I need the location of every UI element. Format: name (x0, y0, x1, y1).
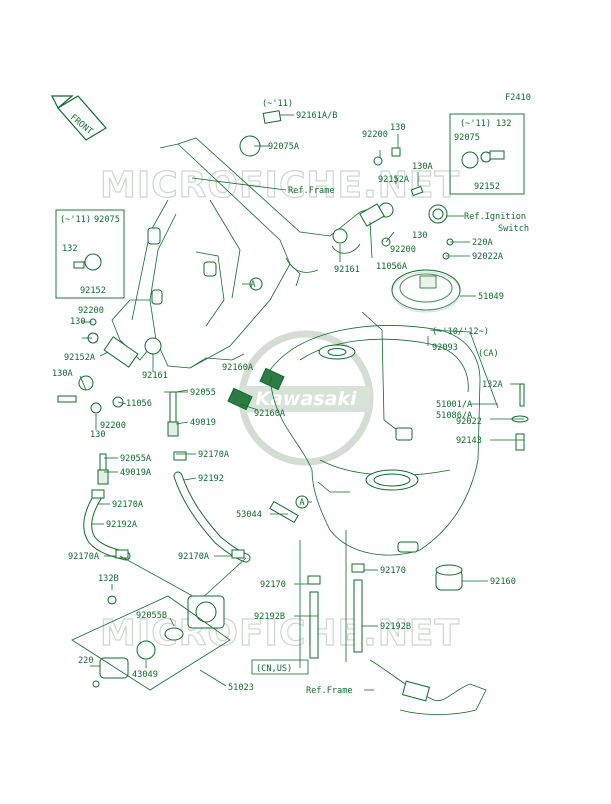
label-A-2: A (299, 498, 305, 508)
label-pre11-b: (~'11) (460, 119, 491, 129)
label-ref-frame-bottom: Ref.Frame (306, 686, 353, 696)
label-pre11-a: (~'11) (262, 99, 293, 109)
label-49019A: 49019A (120, 468, 152, 478)
label-pre10-12: (~'10/'12~) (432, 327, 489, 337)
label-130-a: 130 (390, 123, 406, 133)
label-130-d: 130 (90, 430, 106, 440)
label-51086A: 51086/A (436, 411, 473, 421)
label-92143: 92143 (456, 436, 482, 446)
label-92152A-a: 92152A (378, 175, 410, 185)
label-92170-a: 92170 (260, 580, 286, 590)
label-51023: 51023 (228, 683, 254, 693)
figure-code: F2410 (505, 93, 531, 103)
watermark-logo-band (242, 386, 370, 412)
label-92055A: 92055A (120, 454, 152, 464)
label-CN-US: (CN,US) (256, 664, 292, 674)
label-92192: 92192 (198, 474, 224, 484)
label-130A-b: 130A (52, 369, 74, 379)
label-130A-a: 130A (412, 162, 434, 172)
label-92152-a: 92152 (474, 182, 500, 192)
label-92075-a: 92075 (454, 133, 480, 143)
hardware-parts (55, 110, 529, 715)
label-92170-b: 92170 (380, 566, 406, 576)
label-92161-b: 92161 (142, 371, 168, 381)
labels: (~'11) 92161A/B 92075A Ref.Frame 130 922… (52, 99, 529, 696)
watermark-site-bottom: MICROFICHE.NET (100, 613, 460, 654)
label-92075-b: 92075 (94, 215, 120, 225)
cn-us-box (251, 659, 309, 675)
label-92192A: 92192A (106, 520, 138, 530)
label-92161-a: 92161 (334, 265, 360, 275)
label-53044: 53044 (236, 510, 262, 520)
label-92075A: 92075A (268, 142, 300, 152)
fuel-tank (269, 311, 499, 556)
label-switch: Switch (498, 224, 529, 234)
label-CA: (CA) (478, 349, 499, 359)
label-92170A-c: 92170A (68, 552, 100, 562)
label-92022A: 92022A (472, 252, 504, 262)
label-130-b: 130 (412, 231, 428, 241)
label-92161AB: 92161A/B (296, 111, 337, 121)
label-220: 220 (78, 656, 94, 666)
label-A-1: A (250, 280, 256, 290)
label-92192B-a: 92192B (254, 612, 285, 622)
label-92160A-a: 92160A (222, 363, 254, 373)
label-132B: 132B (98, 574, 119, 584)
label-92152A-b: 92152A (64, 353, 96, 363)
watermark-site-top: MICROFICHE.NET (100, 165, 460, 206)
front-arrow-icon: FRONT (51, 95, 107, 141)
label-132A: 132A (482, 380, 504, 390)
label-92160A-b: 92160A (254, 409, 286, 419)
label-92093: 92093 (432, 343, 458, 353)
label-92170A-b: 92170A (112, 500, 144, 510)
label-92200-c: 92200 (78, 306, 104, 316)
fuel-cap (391, 269, 461, 313)
label-92200-b: 92200 (390, 245, 416, 255)
label-132-b: 132 (62, 244, 78, 254)
label-pre11-c: (~'11) (60, 215, 91, 225)
label-ref-ignition: Ref.Ignition (464, 212, 526, 222)
label-220A: 220A (472, 238, 494, 248)
label-130-c: 130 (70, 317, 86, 327)
label-ref-frame-top: Ref.Frame (288, 186, 335, 196)
label-92170A-a: 92170A (198, 450, 230, 460)
label-92200-a: 92200 (362, 130, 388, 140)
label-92022: 92022 (456, 417, 482, 427)
watermark-layer: MICROFICHE.NET MICROFICHE.NET Kawasaki (99, 164, 460, 654)
label-11056: 11056 (126, 399, 152, 409)
frame-outline (111, 137, 373, 369)
label-51049: 51049 (478, 292, 504, 302)
label-92152-b: 92152 (80, 286, 106, 296)
label-92055: 92055 (190, 388, 216, 398)
leader-lines (79, 114, 524, 691)
label-49019: 49019 (190, 418, 216, 428)
label-51001A: 51001/A (436, 400, 473, 410)
label-92160: 92160 (490, 577, 516, 587)
label-11056A: 11056A (376, 262, 408, 272)
label-132-a: 132 (496, 119, 512, 129)
label-92192B-b: 92192B (380, 622, 411, 632)
watermark-brand: Kawasaki (255, 388, 357, 410)
label-92055B: 92055B (136, 611, 167, 621)
label-92200-d: 92200 (100, 421, 126, 431)
label-92170A-d: 92170A (178, 552, 210, 562)
label-43049: 43049 (132, 670, 158, 680)
